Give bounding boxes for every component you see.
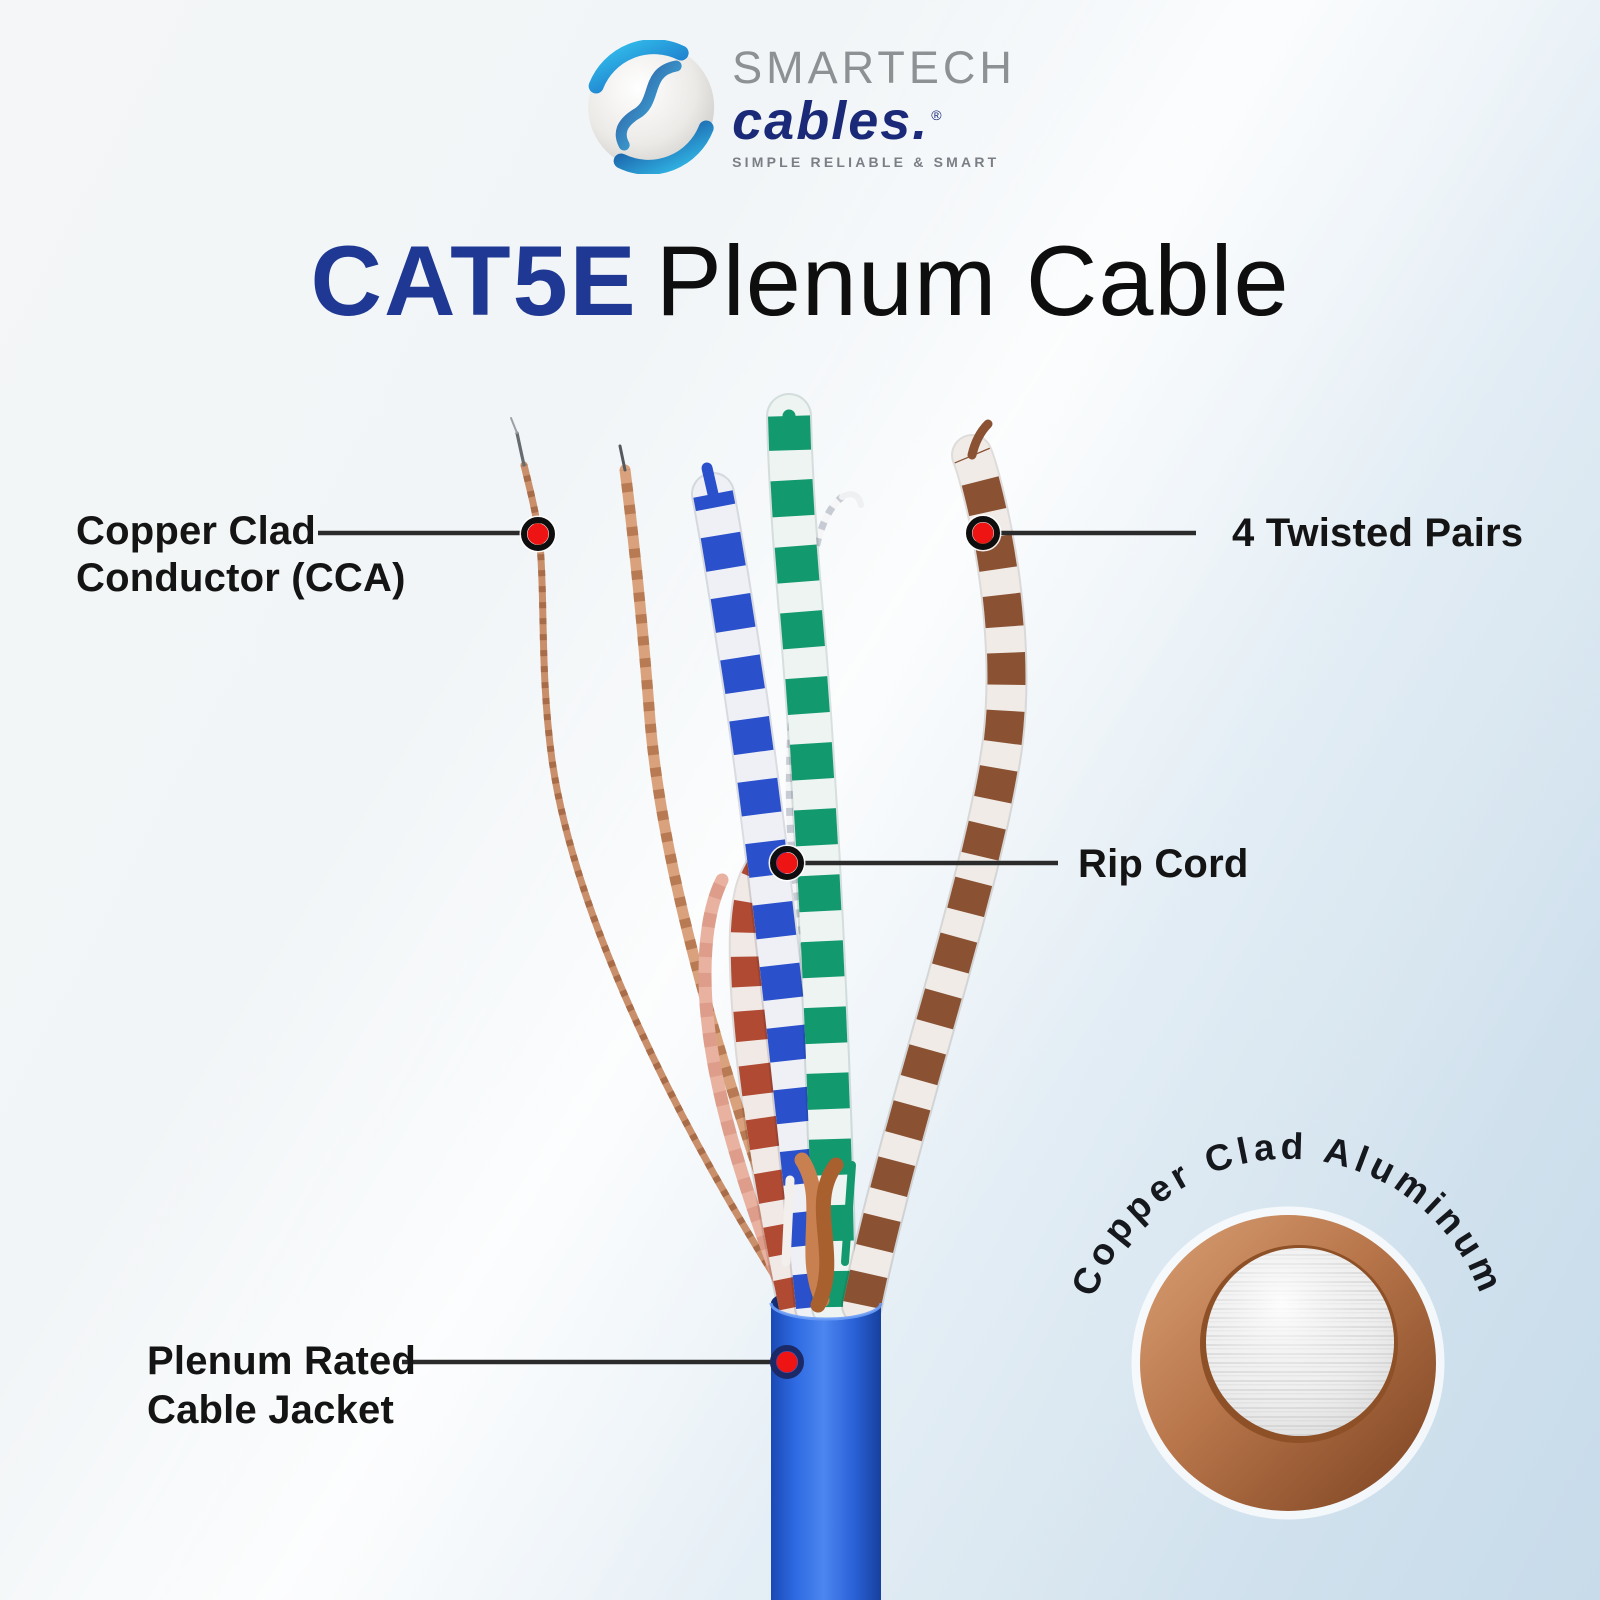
callout-line: Cable Jacket	[147, 1388, 394, 1432]
callout-dot-pairs	[964, 514, 1002, 552]
brand-sub-name: cables.®	[732, 94, 1016, 148]
smartech-sphere-icon	[588, 40, 715, 174]
twisted-pair-brown	[841, 419, 1028, 1326]
cable-jacket	[769, 1302, 883, 1600]
callout-dot-jacket	[770, 1345, 804, 1379]
wire-salmon	[698, 873, 795, 1312]
title-rest: Plenum Cable	[655, 225, 1290, 336]
cca-cross-section-inset: Copper Clad Aluminum	[1063, 1126, 1508, 1520]
brand-tagline: SIMPLE RELIABLE & SMART	[732, 154, 1000, 170]
registered-mark: ®	[931, 107, 944, 123]
callout-4-twisted-pairs: 4 Twisted Pairs	[1232, 510, 1523, 557]
leader-lines	[318, 530, 1196, 1365]
callout-dot-rip-cord	[768, 844, 806, 882]
title-product: CAT5E	[310, 225, 638, 336]
callout-copper-clad-conductor: Copper Clad Conductor (CCA)	[76, 508, 406, 602]
callout-plenum-jacket: Plenum Rated Cable Jacket	[147, 1337, 416, 1435]
brand-sub-text: cables.	[732, 91, 930, 151]
callout-dot-cca	[519, 515, 557, 553]
callout-rip-cord: Rip Cord	[1078, 841, 1248, 888]
brand-logo: SMARTECH cables.® SIMPLE RELIABLE & SMAR…	[584, 40, 1016, 174]
callout-line: Copper Clad	[76, 509, 316, 553]
brand-name: SMARTECH	[732, 42, 1016, 93]
callout-line: Conductor (CCA)	[76, 556, 406, 600]
callout-line: Rip Cord	[1078, 842, 1249, 886]
copper-twist-at-jacket	[781, 1152, 856, 1313]
callout-line: Plenum Rated	[147, 1339, 417, 1383]
callout-line: 4 Twisted Pairs	[1232, 511, 1524, 555]
